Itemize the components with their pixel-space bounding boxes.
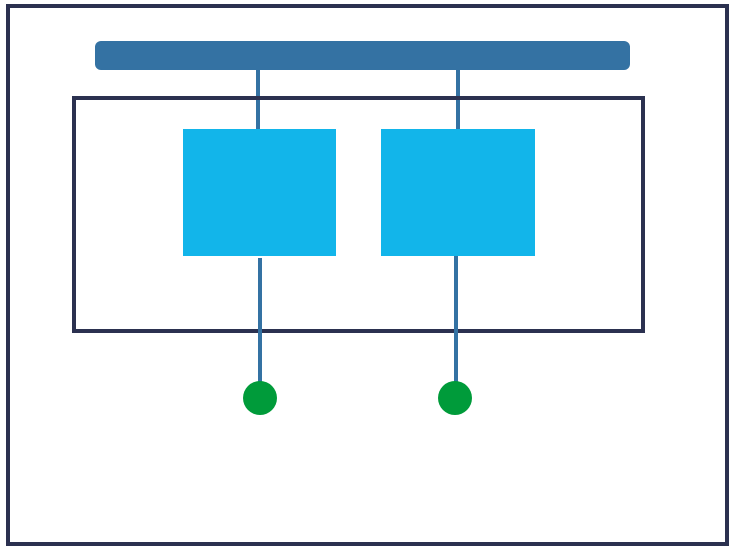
block-right — [381, 129, 535, 256]
terminal-left — [243, 381, 277, 415]
outer-frame — [6, 4, 729, 546]
block-left — [183, 129, 336, 256]
inner-frame — [72, 96, 645, 333]
top-bus — [95, 41, 630, 70]
terminal-right — [438, 381, 472, 415]
